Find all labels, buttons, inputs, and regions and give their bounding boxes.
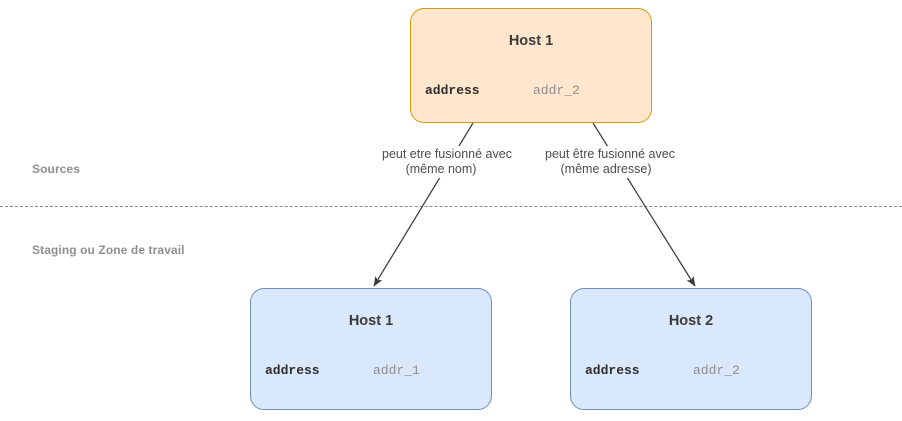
lane-label-staging: Staging ou Zone de travail [32,243,185,257]
node-staging-host-1-title: Host 1 [348,313,394,329]
node-source-host-1-attribute-key: address [425,83,480,98]
node-staging-host-1-attribute-value: addr_1 [373,363,420,378]
node-source-host-1-attribute-value: addr_2 [533,83,580,98]
edge-label-merge-by-name-line2: (même nom) [405,162,477,176]
lane-label-sources: Sources [32,162,81,176]
node-source-host-1-attribute-row: address addr_2 [411,83,651,101]
node-source-host-1-title: Host 1 [508,33,554,49]
node-source-host-1[interactable]: Host 1 address addr_2 [410,8,652,123]
edge-label-merge-by-address: peut être fusionné avec (même adresse) [542,146,675,178]
node-staging-host-1[interactable]: Host 1 address addr_1 [250,288,492,410]
swimlane-divider [0,206,902,207]
node-staging-host-2-title: Host 2 [668,313,714,329]
node-staging-host-2[interactable]: Host 2 address addr_2 [570,288,812,410]
node-staging-host-1-attribute-key: address [265,363,320,378]
edge-label-merge-by-address-line2: (même adresse) [560,162,652,176]
node-staging-host-2-attribute-row: address addr_2 [571,363,811,381]
node-staging-host-2-attribute-key: address [585,363,640,378]
edge-label-merge-by-name: peut etre fusionné avec (même nom) [379,146,512,178]
node-staging-host-1-attribute-row: address addr_1 [251,363,491,381]
edge-label-merge-by-name-line1: peut etre fusionné avec [382,147,512,161]
edge-label-merge-by-address-line1: peut être fusionné avec [545,147,675,161]
node-staging-host-2-attribute-value: addr_2 [693,363,740,378]
